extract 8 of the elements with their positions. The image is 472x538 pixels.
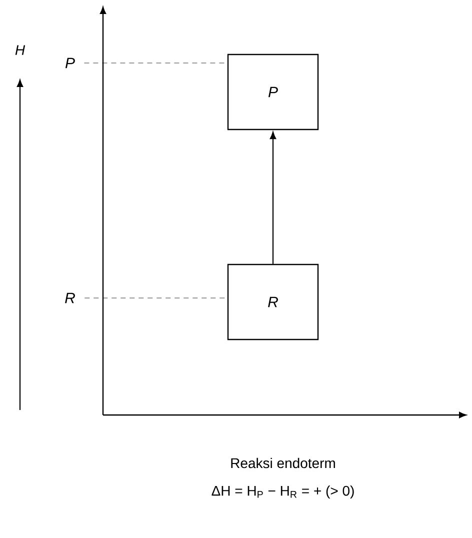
level-box: P <box>227 54 319 130</box>
level-label: R <box>65 292 75 304</box>
caption: Reaksi endoterm <box>231 458 335 468</box>
formula: ΔH = H$_{P}$ − H$_{R}$ = + (> 0) <box>212 485 354 499</box>
arrow <box>270 132 276 264</box>
level-box: R <box>227 264 319 340</box>
level-label: P <box>65 58 75 68</box>
axis-label: H <box>15 45 26 55</box>
